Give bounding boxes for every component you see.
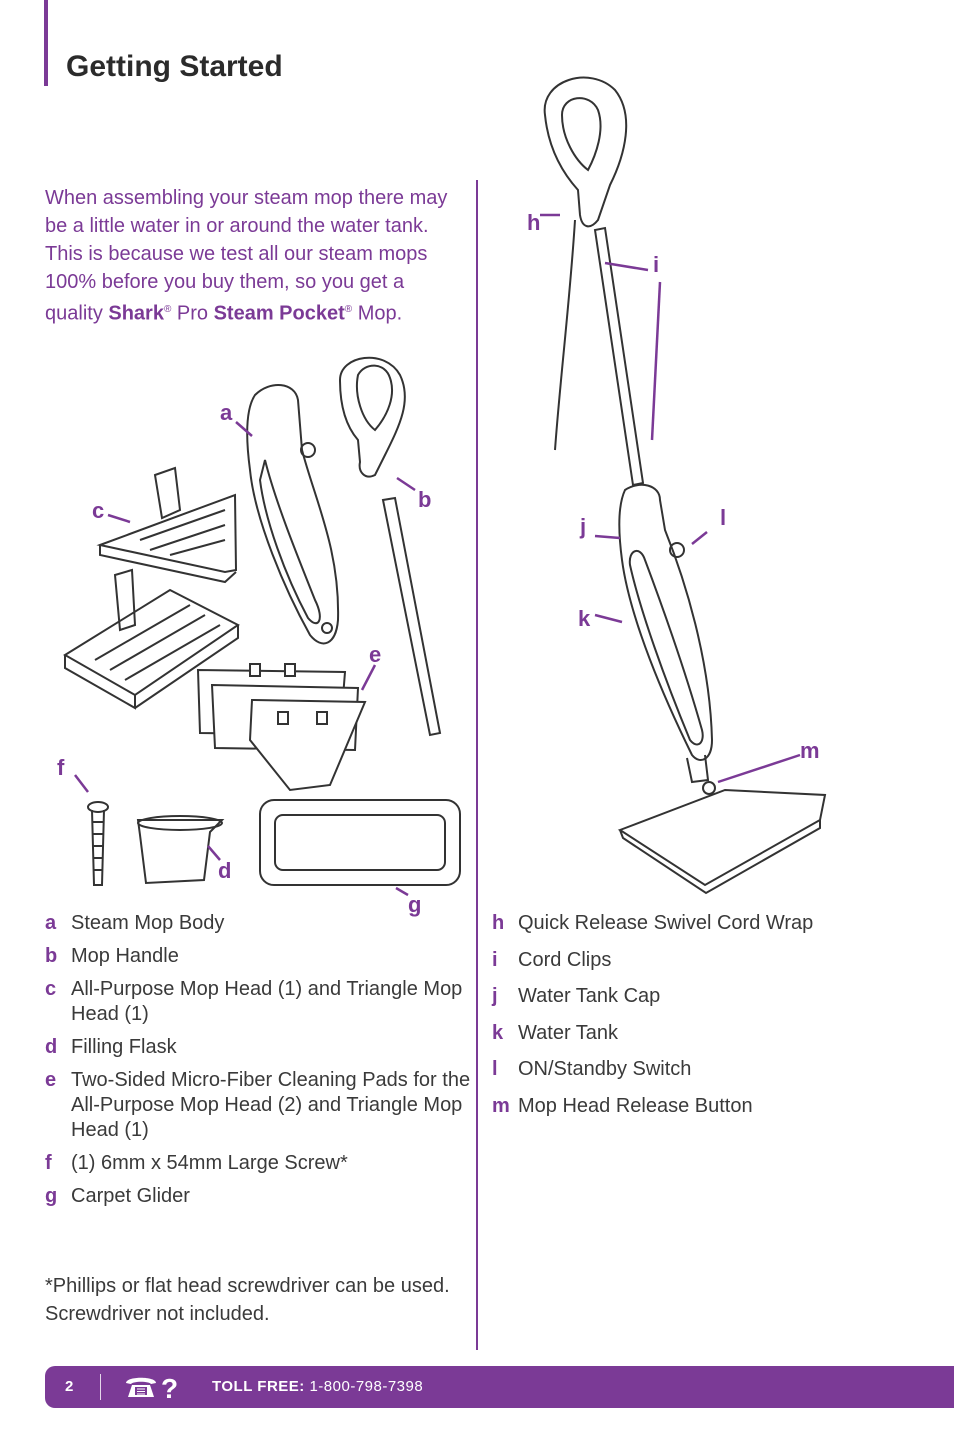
callout-b: b [418,487,431,512]
item-key: g [45,1185,58,1207]
list-item: d Filling Flask [45,1035,475,1060]
filling-flask-drawing [136,815,225,885]
footer-bar: 2 ? TOLL FREE: 1-800-798-7398 [45,1366,954,1408]
toll-free-info: TOLL FREE: 1-800-798-7398 [212,1378,423,1395]
callout-i: i [653,252,659,277]
callout-k: k [578,606,591,631]
intro-text-3: Mop. [352,302,403,325]
list-item: h Quick Release Swivel Cord Wrap [492,911,912,936]
intro-paragraph: When assembling your steam mop there may… [45,184,465,328]
page-number: 2 [65,1378,74,1395]
list-item: b Mop Handle [45,944,475,969]
item-label: Cord Clips [518,948,612,971]
item-key: b [45,945,58,967]
intro-product: Steam Pocket [213,302,345,325]
item-key: m [492,1094,510,1117]
item-label: Mop Head Release Button [518,1094,753,1117]
item-key: j [492,985,498,1007]
item-key: k [492,1021,504,1044]
item-label: All-Purpose Mop Head (1) and Triangle Mo… [71,978,463,1025]
item-label: Carpet Glider [71,1185,190,1207]
parts-illustration: a b c d e f g [57,356,461,917]
list-item: f (1) 6mm x 54mm Large Screw* [45,1151,475,1176]
screw-drawing [87,801,109,886]
item-key: h [492,912,505,934]
intro-text-2: Pro [171,302,214,325]
column-divider [476,180,478,1350]
item-label: Water Tank [518,1021,619,1044]
item-key: l [492,1058,498,1080]
item-key: f [45,1152,52,1174]
list-item: j Water Tank Cap [492,984,912,1009]
callout-a: a [220,400,233,425]
callout-g: g [408,892,421,917]
item-label: ON/Standby Switch [518,1058,692,1080]
intro-text-1: When assembling your steam mop there may… [45,187,448,325]
parts-list-left: a Steam Mop Body b Mop Handle c All-Purpose… [45,911,475,1217]
page-title: Getting Started [66,50,283,83]
list-item: a Steam Mop Body [45,911,475,936]
callout-j: j [579,514,586,539]
toll-free-label: TOLL FREE: [212,1378,305,1395]
list-item: k Water Tank [492,1021,912,1046]
list-item: l ON/Standby Switch [492,1057,912,1082]
steam-mop-body-drawing [246,383,340,645]
list-item: i Cord Clips [492,948,912,973]
callout-h: h [527,210,540,235]
list-item: m Mop Head Release Button [492,1094,912,1119]
triangle-mop-head-drawing [96,466,238,584]
intro-reg-mark: ® [163,304,172,315]
callout-c: c [92,498,104,523]
item-label: Two-Sided Micro-Fiber Cleaning Pads for … [71,1069,471,1141]
toll-free-number: 1-800-798-7398 [309,1378,424,1395]
list-item: c All-Purpose Mop Head (1) and Triangle M… [45,977,475,1027]
parts-list-right: h Quick Release Swivel Cord Wrap i Cord Cl… [492,911,912,1130]
item-key: e [45,1069,57,1091]
item-label: Filling Flask [71,1036,177,1058]
intro-brand: Shark [108,302,164,325]
all-purpose-mop-head-drawing [63,568,240,710]
item-label: (1) 6mm x 54mm Large Screw* [71,1152,348,1174]
intro-reg-mark-2: ® [344,304,353,315]
item-label: Steam Mop Body [71,912,225,934]
callout-f: f [57,755,65,780]
svg-text:?: ? [161,1373,178,1402]
item-key: a [45,912,57,934]
assembled-mop-drawing [543,76,827,895]
callout-e: e [369,642,381,667]
phone-question-icon: ? [126,1373,178,1402]
callout-m: m [800,738,820,763]
item-label: Water Tank Cap [518,985,661,1007]
callout-d: d [218,858,231,883]
assembled-mop-illustration: h i j k l m [527,76,827,895]
cleaning-pads-drawing [196,663,367,792]
list-item: e Two-Sided Micro-Fiber Cleaning Pads for… [45,1068,475,1143]
list-item: g Carpet Glider [45,1184,475,1209]
callout-l: l [720,505,726,530]
mop-handle-drawing [338,356,442,737]
item-key: d [45,1036,58,1058]
footnote: *Phillips or flat head screwdriver can b… [45,1275,450,1325]
item-key: c [45,978,57,1000]
item-key: i [492,948,498,971]
title-accent-bar [44,0,48,86]
item-label: Quick Release Swivel Cord Wrap [518,912,814,934]
item-label: Mop Handle [71,945,179,967]
footer-divider [100,1374,101,1400]
carpet-glider-drawing [259,799,461,886]
